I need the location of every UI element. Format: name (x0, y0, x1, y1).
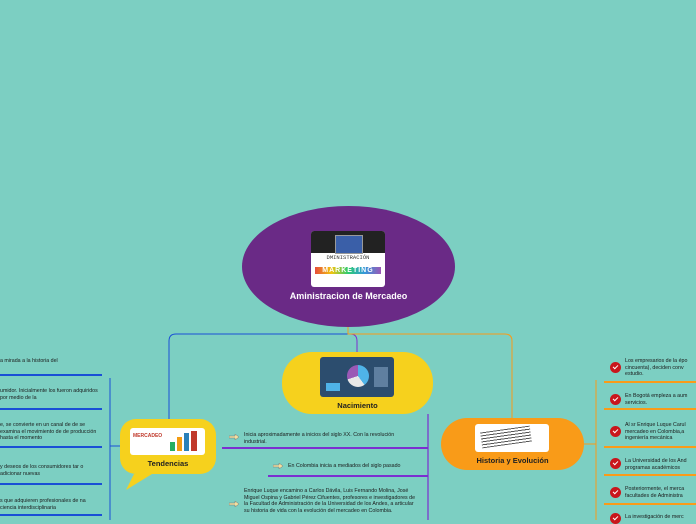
pointing-hand-icon (273, 463, 283, 469)
pointing-hand-icon (229, 501, 239, 507)
central-topic[interactable]: DMINISTRACIÓN MARKETING Aministracion de… (242, 206, 455, 327)
topic-nacimiento-label: Nacimiento (337, 401, 378, 410)
check-icon (610, 394, 621, 405)
tendencias-image-text: MERCADEO (133, 433, 163, 439)
check-icon (610, 487, 621, 498)
historia-item-3[interactable]: Al sr Enrique Luque Carul mercadeo en Co… (625, 422, 686, 442)
historia-image (475, 424, 549, 452)
tendencias-item-3[interactable]: e, se convierte en un canal de de se exa… (0, 422, 97, 442)
tendencias-item-4[interactable]: y deseos de los consumidores tar o adici… (0, 464, 84, 477)
historia-item-5[interactable]: Posteriormente, el merca facultades de A… (625, 486, 685, 499)
historia-item-1[interactable]: Los empresarios de la épo cincuenta), de… (625, 358, 688, 378)
pointing-hand-icon (229, 434, 239, 440)
tendencias-image: MERCADEO (130, 428, 205, 455)
nacimiento-item-2[interactable]: En Colombia inicia a mediados del siglo … (288, 463, 401, 469)
image-text-administracion: DMINISTRACIÓN (326, 254, 370, 261)
check-icon (610, 458, 621, 469)
tendencias-item-1[interactable]: a mirada a la historia del (0, 358, 58, 364)
central-image: DMINISTRACIÓN MARKETING (311, 231, 385, 287)
topic-historia[interactable]: Historia y Evolución (441, 418, 584, 470)
topic-historia-label: Historia y Evolución (476, 456, 549, 465)
check-icon (610, 362, 621, 373)
tendencias-item-2[interactable]: umidor. Inicialmente los fueron adquirid… (0, 388, 98, 401)
check-icon (610, 513, 621, 524)
image-text-marketing: MARKETING (315, 267, 381, 274)
topic-tendencias[interactable]: MERCADEO Tendencias (120, 419, 216, 474)
topic-tendencias-label: Tendencias (147, 459, 189, 468)
historia-item-6[interactable]: La investigación de merc (625, 514, 684, 520)
central-title: Aministracion de Mercadeo (289, 291, 408, 301)
nacimiento-image (320, 357, 394, 397)
nacimiento-item-3[interactable]: Enrique Luque encamino a Carlos Dávila, … (244, 488, 416, 514)
historia-item-4[interactable]: La Universidad de los And programas acad… (625, 458, 687, 471)
topic-nacimiento[interactable]: Nacimiento (282, 352, 433, 414)
check-icon (610, 426, 621, 437)
nacimiento-item-1[interactable]: Inicia aproximadamente a inicios del sig… (244, 432, 395, 445)
historia-item-2[interactable]: En Bogotá empleza a aum servicios. (625, 393, 688, 406)
tendencias-item-5[interactable]: s que adquieren profesionales de na cien… (0, 498, 86, 511)
